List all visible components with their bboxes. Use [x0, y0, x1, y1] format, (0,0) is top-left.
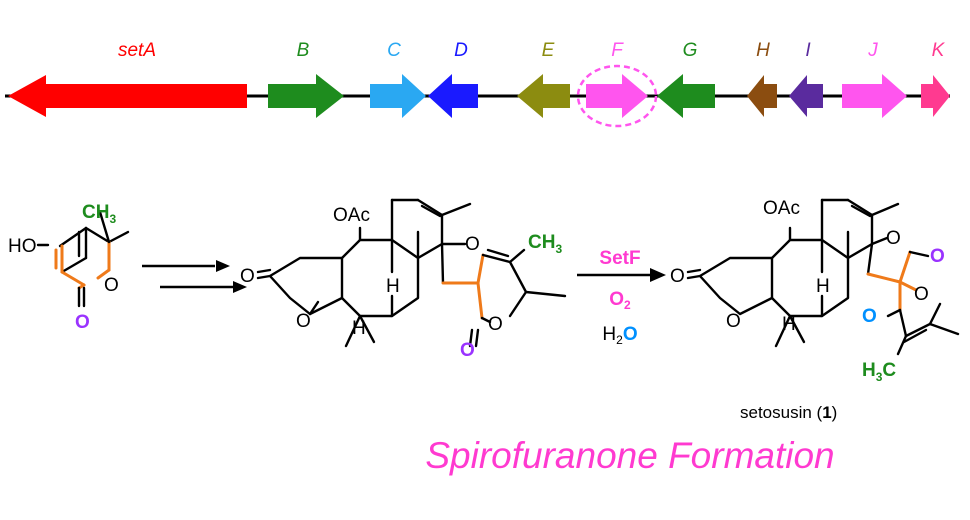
gene-arrow-D: [428, 74, 478, 118]
gene-arrow-I: [789, 75, 823, 117]
intermediate-h-top: H: [386, 276, 400, 297]
gene-arrow-K: [921, 75, 950, 117]
pyrone-methyl-label: CH3: [82, 202, 116, 226]
intermediate-structure: OAc O O H H O CH3 O O: [240, 198, 567, 361]
gene-arrow-C: [370, 74, 426, 118]
gene-label-D: D: [454, 40, 468, 61]
setf-reaction: SetF O2 H2O: [577, 248, 666, 347]
intermediate-furan-oxygen: O: [465, 234, 480, 255]
intermediate-acetate: OAc: [333, 205, 370, 226]
reagent-oxygen: O2: [609, 289, 631, 312]
setosusin-furan-oxygen: O: [914, 284, 929, 305]
intermediate-lactone-oxygen: O: [488, 314, 503, 335]
setosusin-h-top: H: [816, 276, 830, 297]
intermediate-ring-oxygen: O: [296, 311, 311, 332]
figure-caption: Spirofuranone Formation: [425, 435, 834, 476]
setosusin-ring-oxygen: O: [726, 311, 741, 332]
gene-arrow-H: [747, 75, 777, 117]
reaction-arrow-head: [650, 268, 666, 282]
enzyme-label-SetF: SetF: [599, 248, 640, 269]
pyrone-carbonyl-oxygen: O: [75, 312, 90, 333]
setosusin-compound-name: setosusin (1): [740, 403, 837, 422]
gene-arrow-J: [842, 74, 907, 118]
gene-label-G: G: [683, 40, 698, 61]
gene-label-H: H: [756, 40, 770, 61]
gene-label-setA: setA: [118, 40, 156, 61]
setosusin-methyl-label: H3C: [862, 360, 896, 384]
setosusin-ketone-oxygen: O: [670, 266, 685, 287]
intermediate-h-bottom: H: [352, 318, 366, 339]
gene-arrow-setA: [8, 75, 247, 117]
gene-label-E: E: [542, 40, 555, 61]
gene-label-K: K: [932, 40, 946, 61]
gene-label-F: F: [611, 40, 624, 61]
gene-arrow-G: [657, 74, 715, 118]
pyrone-ring-oxygen: O: [104, 275, 119, 296]
gene-label-C: C: [387, 40, 401, 61]
pyrone-structure: CH3 HO O O: [8, 202, 130, 333]
gene-arrow-F: [586, 74, 648, 118]
intermediate-ketone-oxygen: O: [240, 266, 255, 287]
gene-arrow-B: [268, 74, 344, 118]
gene-label-J: J: [867, 40, 878, 61]
setosusin-lactone-oxygen: O: [886, 228, 901, 249]
intermediate-carbonyl-oxygen: O: [460, 340, 475, 361]
gene-F-highlight-circle: [576, 64, 658, 128]
setosusin-h-bottom: H: [782, 314, 796, 335]
setosusin-carbonyl-oxygen: O: [930, 246, 945, 267]
gene-arrow-E: [517, 74, 570, 118]
gene-label-B: B: [297, 40, 310, 61]
pyrone-hydroxyl-label: HO: [8, 236, 37, 257]
gene-cluster: setA B C D E F G H I J K: [5, 40, 950, 128]
multistep-arrows: [142, 260, 247, 293]
setosusin-ketone-blue-oxygen: O: [862, 306, 877, 327]
setosusin-acetate: OAc: [763, 198, 800, 219]
intermediate-methyl-label: CH3: [528, 232, 562, 256]
reagent-water: H2O: [602, 324, 637, 347]
setosusin-structure: OAc O O H H O O O O H3C setosusin (1): [670, 198, 960, 422]
gene-label-I: I: [805, 40, 811, 61]
